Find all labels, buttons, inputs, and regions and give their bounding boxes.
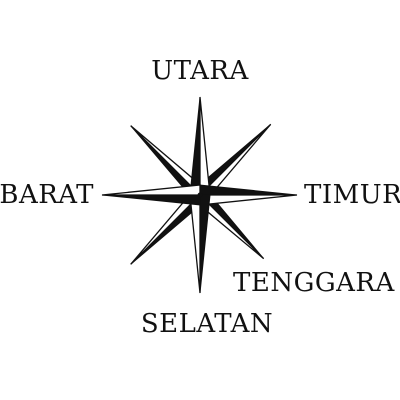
ray-east-dark xyxy=(199,184,298,196)
compass-rose-icon xyxy=(101,96,298,294)
ray-west-light xyxy=(101,184,201,196)
ray-west-dark xyxy=(101,194,201,206)
ray-north-light xyxy=(199,96,211,196)
label-east: TIMUR xyxy=(304,180,400,210)
ray-north-dark xyxy=(189,96,201,196)
ray-south-light xyxy=(189,194,201,294)
ray-east-light xyxy=(199,194,298,206)
label-south: SELATAN xyxy=(141,309,273,339)
label-west: BARAT xyxy=(0,180,94,210)
compass-hub xyxy=(197,192,203,198)
label-southeast: TENGGARA xyxy=(233,268,395,298)
label-north: UTARA xyxy=(151,56,249,86)
ray-south-dark xyxy=(199,194,211,294)
